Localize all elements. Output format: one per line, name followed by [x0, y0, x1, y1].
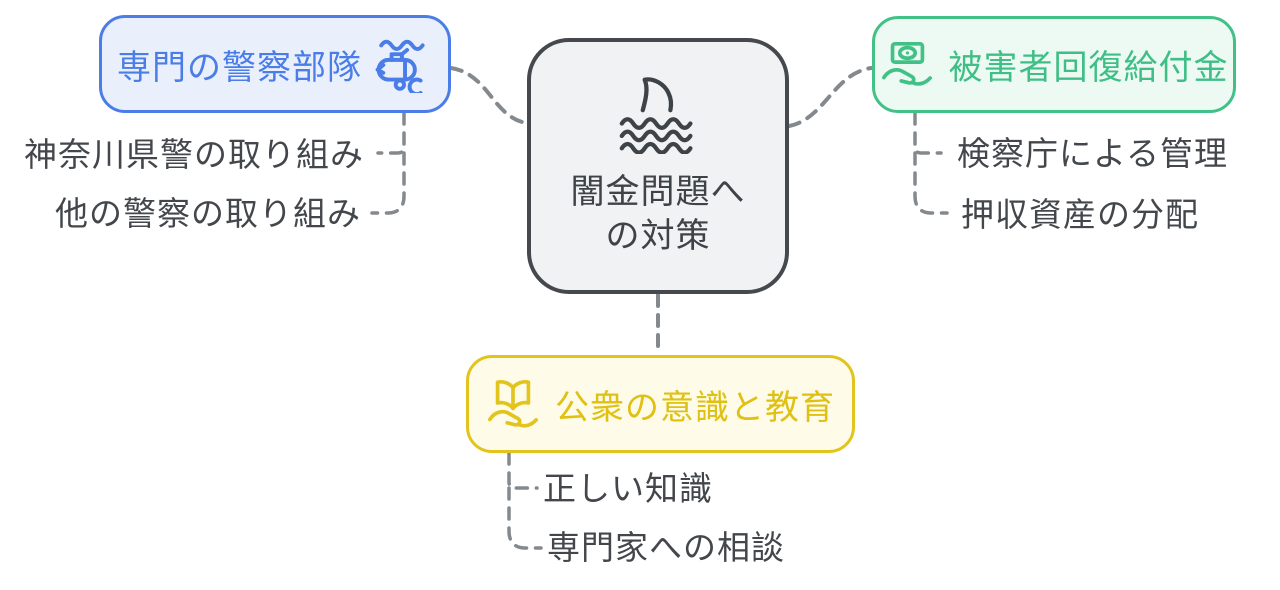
child-node-compensation-assets[interactable]: 押収資産の分配 [961, 196, 1199, 233]
connector-education-child-2 [507, 486, 543, 550]
center-node-label: 闇金問題へ の対策 [571, 170, 746, 258]
child-node-police-kanagawa[interactable]: 神奈川県警の取り組み [24, 136, 364, 173]
child-node-compensation-prosecutor[interactable]: 検察庁による管理 [957, 135, 1229, 172]
money-in-hand-icon [881, 41, 932, 86]
center-node-label-line1: 闇金問題へ [570, 173, 746, 211]
book-in-hand-icon [488, 380, 538, 428]
connector-compensation-child-1 [913, 111, 943, 155]
branch-node-compensation-label: 被害者回復給付金 [948, 49, 1229, 87]
branch-node-police[interactable]: 専門の警察部隊 [99, 15, 451, 113]
connector-compensation-child-2 [913, 151, 949, 215]
center-node-label-line2: の対策 [605, 217, 711, 255]
child-node-education-consult[interactable]: 専門家への相談 [547, 529, 785, 566]
branch-node-education-label: 公衆の意識と教育 [555, 388, 835, 427]
connector-education-child-1 [507, 451, 539, 490]
connector-center-compensation [787, 66, 873, 128]
child-node-police-other[interactable]: 他の警察の取り組み [55, 195, 361, 232]
child-node-education-knowledge[interactable]: 正しい知識 [543, 470, 713, 507]
connector-police-child-2 [370, 151, 406, 215]
branch-node-police-label: 専門の警察部隊 [117, 48, 362, 87]
shark-fin-waves-icon [619, 77, 693, 154]
connector-police-center [449, 66, 528, 125]
branch-node-education[interactable]: 公衆の意識と教育 [466, 355, 855, 453]
center-node[interactable]: 闇金問題へ の対策 [527, 38, 789, 294]
police-submarine-icon [375, 39, 425, 93]
branch-node-compensation[interactable]: 被害者回復給付金 [872, 16, 1236, 113]
connector-police-child-1 [376, 111, 406, 155]
